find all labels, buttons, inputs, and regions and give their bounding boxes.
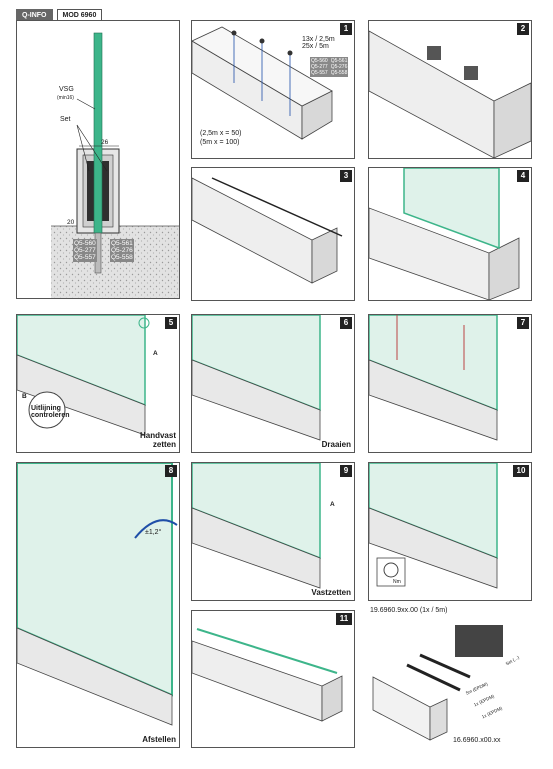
step-5-drawing xyxy=(17,315,150,436)
step-8-drawing xyxy=(17,463,178,726)
step-5-number: 5 xyxy=(165,317,177,329)
step-11-number: 11 xyxy=(336,613,352,625)
step-6-number: 6 xyxy=(340,317,352,329)
step-7-panel: 7 xyxy=(368,314,532,453)
step-10-drawing xyxy=(369,463,498,589)
dim20-label: 20 xyxy=(67,219,75,226)
step-10-number: 10 xyxy=(513,465,529,477)
parts-code-bottom: 16.6960.x00.xx xyxy=(453,737,501,744)
step-2-number: 2 xyxy=(517,23,529,35)
step-3-drawing xyxy=(192,177,343,284)
step-2-drawing xyxy=(369,30,531,158)
dim26-label: 26 xyxy=(101,139,109,146)
step-3-number: 3 xyxy=(340,170,352,182)
nm-icon-label: Nm xyxy=(393,579,401,585)
overview-drawing xyxy=(51,32,179,298)
parts-code-top: 19.6960.9xx.00 (1x / 5m) xyxy=(370,607,448,614)
step-7-number: 7 xyxy=(517,317,529,329)
step-8-number: 8 xyxy=(165,465,177,477)
step-6-drawing xyxy=(192,315,321,441)
step-4-number: 4 xyxy=(517,170,529,182)
step-1-number: 1 xyxy=(340,23,352,35)
step-8-panel: 8 ±1,2° Afstellen xyxy=(16,462,180,748)
step-11-panel: 11 xyxy=(191,610,355,748)
step-2-panel: 2 xyxy=(368,20,532,159)
step-9-caption: Vastzetten xyxy=(311,588,351,597)
set-label: Set xyxy=(60,116,71,123)
step-3-panel: 3 xyxy=(191,167,355,301)
step-6-caption: Draaien xyxy=(321,440,351,449)
step-9-panel: 9 A Vastzetten xyxy=(191,462,355,601)
step-5-marker-b: B xyxy=(22,393,27,400)
parts-drawing xyxy=(372,625,503,741)
step-9-number: 9 xyxy=(340,465,352,477)
step-11-drawing xyxy=(192,628,343,722)
step-6-panel: 6 Draaien xyxy=(191,314,355,453)
step-9-drawing xyxy=(192,463,321,589)
step-1-calc: (2,5m x = 50)(5m x = 100) xyxy=(200,130,242,146)
step-8-angle: ±1,2° xyxy=(145,529,162,536)
vsg-sub-label: (min16) xyxy=(57,95,74,101)
step-5-marker-a: A xyxy=(153,350,158,357)
step-10-panel: 10 Nm xyxy=(368,462,532,601)
step-4-drawing xyxy=(369,168,520,300)
parts-illustration: 19.6960.9xx.00 (1x / 5m) 16.6960.x00.xx … xyxy=(365,605,545,750)
step-8-caption: Afstellen xyxy=(142,735,176,744)
vsg-label: VSG xyxy=(59,86,74,93)
header: Q-INFO MOD 6960 xyxy=(16,9,103,22)
step-1-drawing xyxy=(192,26,333,140)
step-4-panel: 4 xyxy=(368,167,532,301)
step-7-drawing xyxy=(369,315,498,441)
step-9-marker-a: A xyxy=(330,501,335,508)
